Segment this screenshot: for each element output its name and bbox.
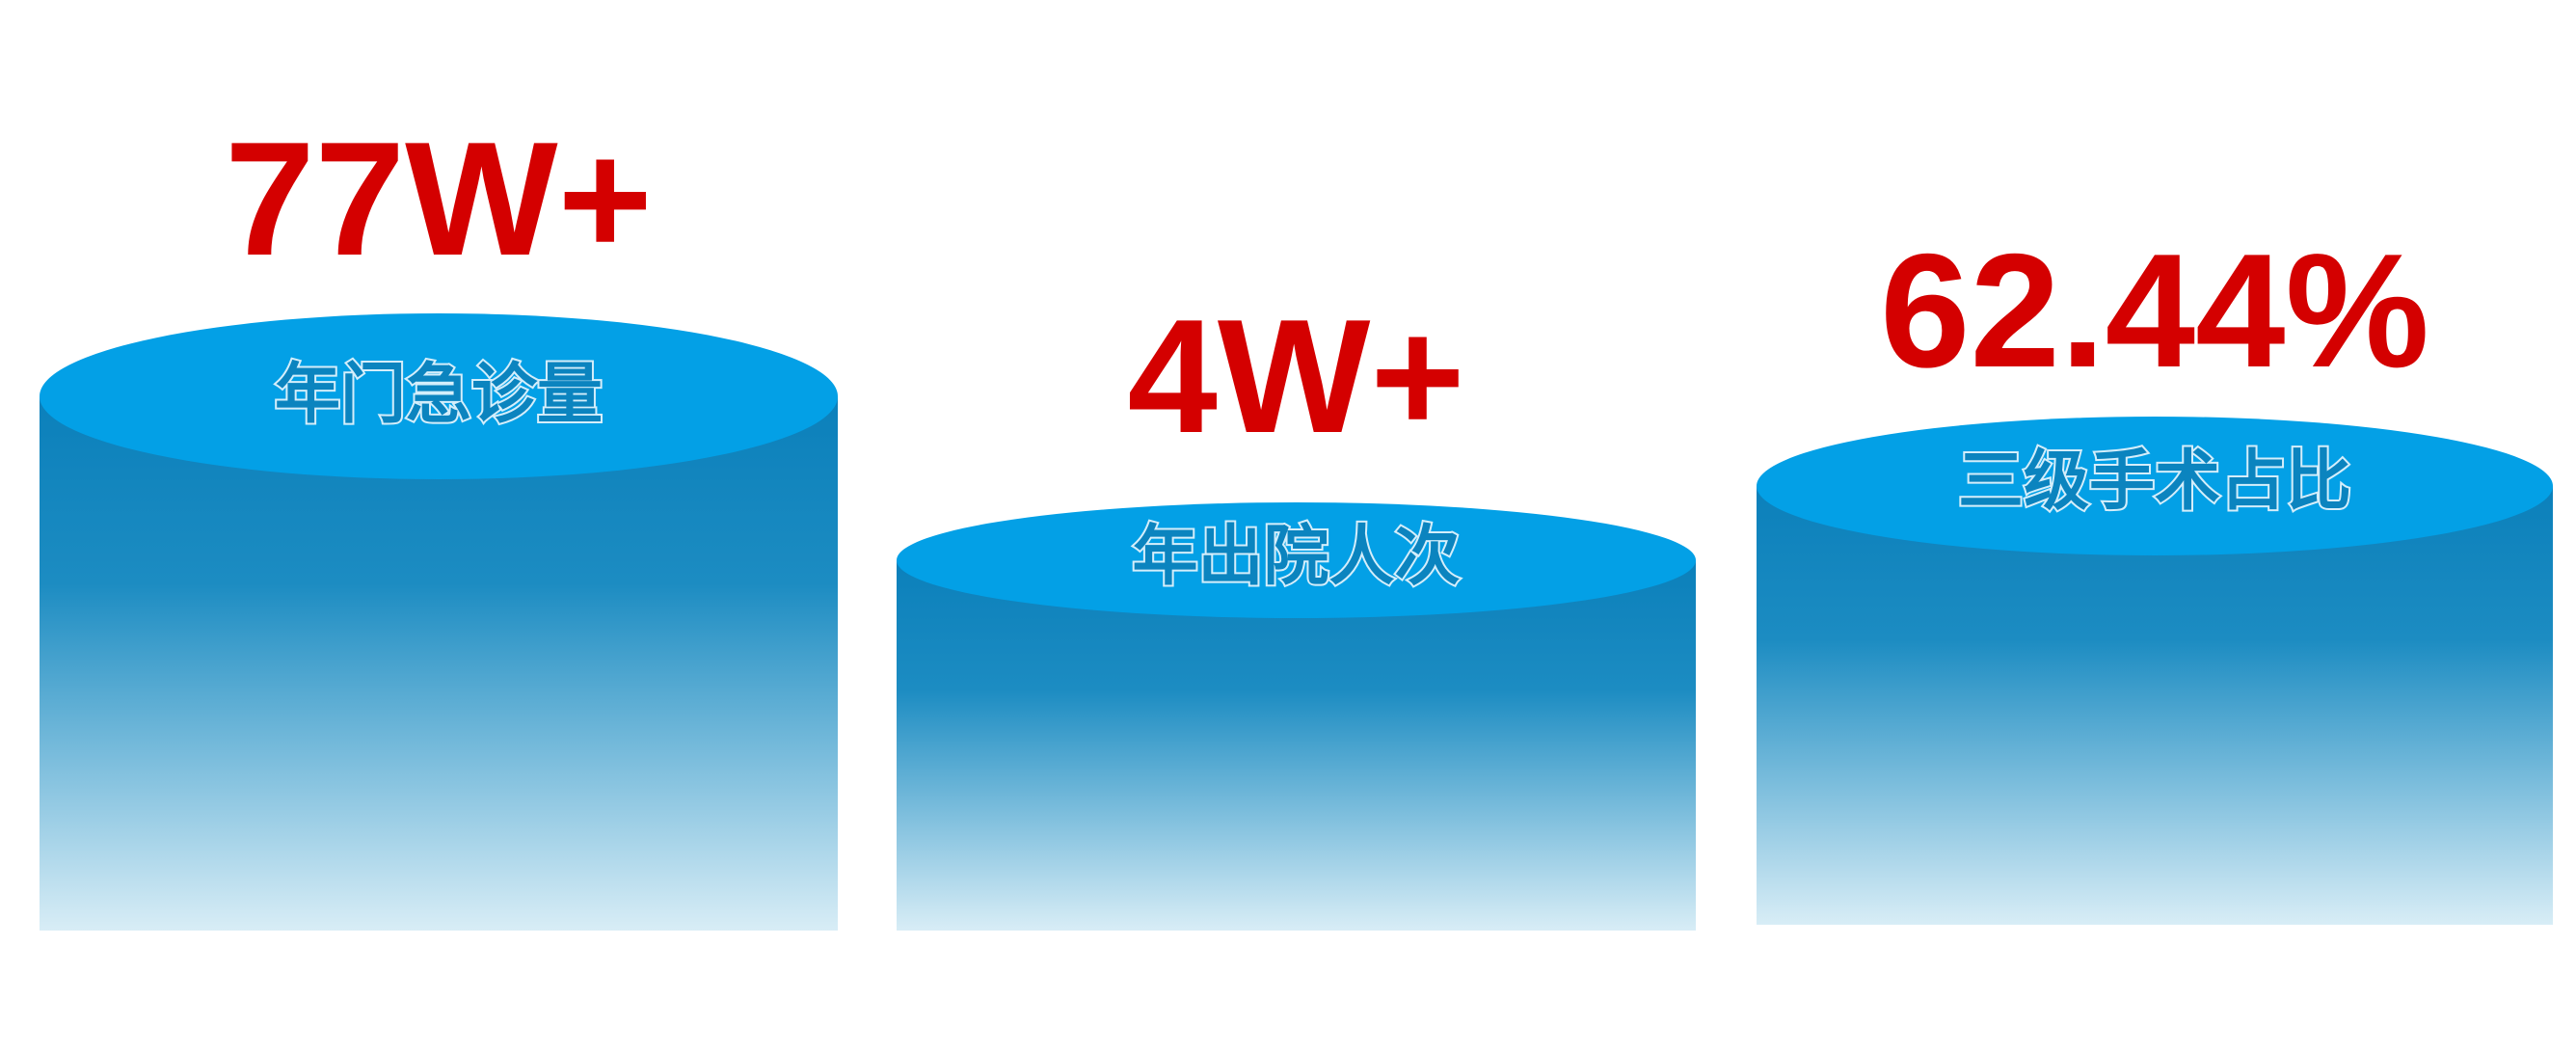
cylinder-body xyxy=(897,560,1696,931)
category-label: 年门急诊量 xyxy=(275,357,603,433)
value-label: 4W+ xyxy=(1127,285,1464,467)
value-label: 77W+ xyxy=(225,108,653,289)
cylinder-top xyxy=(40,313,838,479)
cylinder-top xyxy=(1757,417,2553,555)
category-label: 三级手术占比 xyxy=(1958,444,2351,520)
cylinder-body xyxy=(40,396,838,931)
cylinder-bar: 三级手术占比 62.44% xyxy=(1757,220,2553,925)
value-label: 62.44% xyxy=(1880,220,2429,401)
category-label: 年出院人次 xyxy=(1132,519,1460,595)
cylinder-body xyxy=(1757,486,2553,925)
cylinder-bar: 年门急诊量 77W+ xyxy=(40,108,838,931)
cylinder-bar: 年出院人次 4W+ xyxy=(897,285,1696,931)
cylinder-top xyxy=(897,502,1696,618)
